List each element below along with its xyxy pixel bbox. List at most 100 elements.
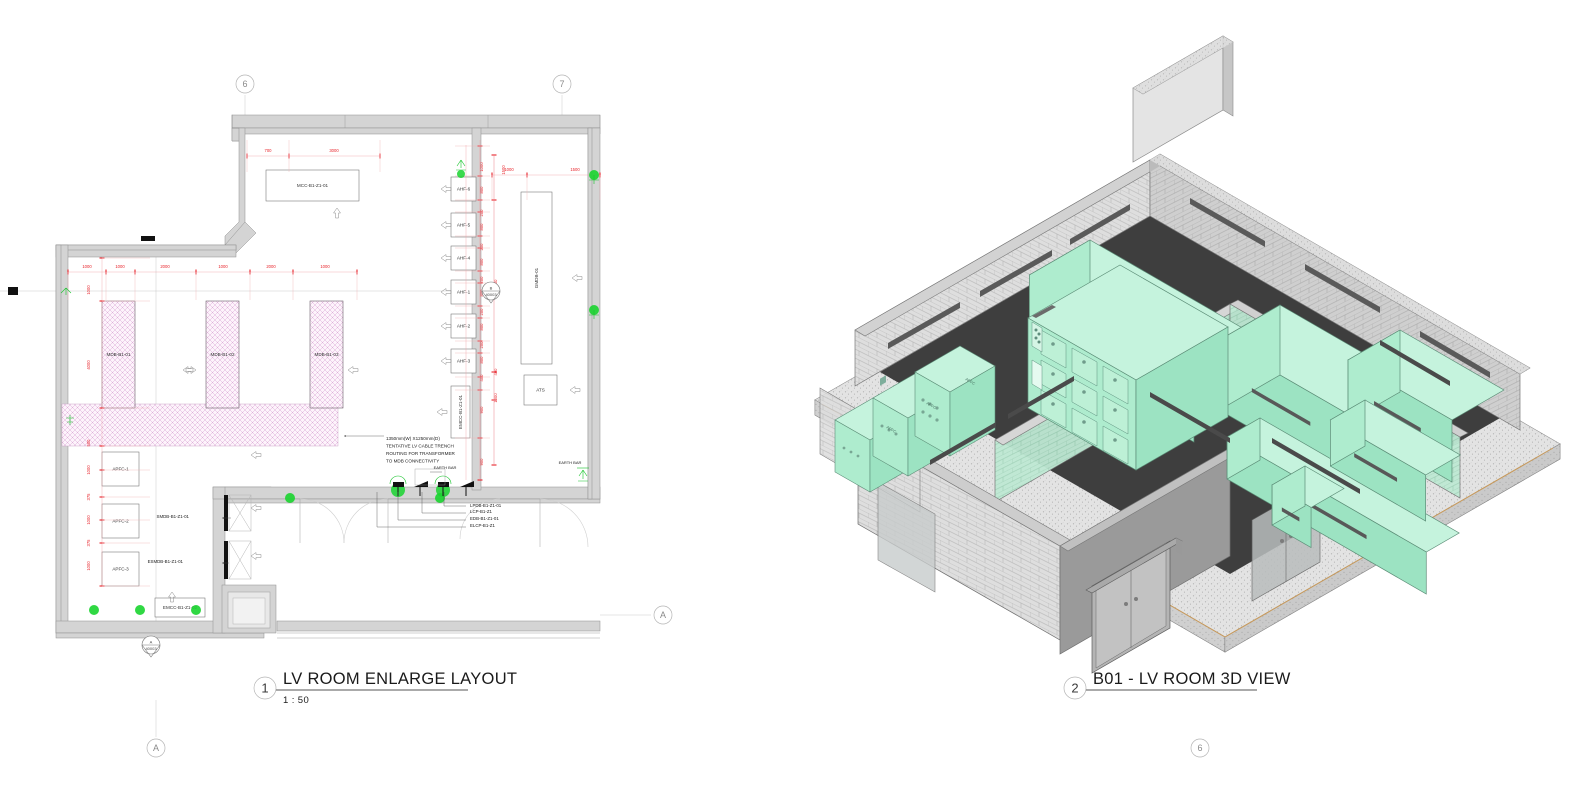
svg-text:APFC: APFC (886, 425, 898, 435)
equipment-tag: APFC-3 (112, 567, 129, 572)
dimension-text: 2000 (266, 264, 276, 269)
cable-trench-note: 1350mm(W) X1250mm(D)TENTATIVE LV CABLE T… (386, 436, 456, 464)
view2-title-block[interactable]: 2 B01 - LV ROOM 3D VIEW (1063, 670, 1291, 700)
plan-leader-labels: SMDB-B1-Z1-01ESMDB-B1-Z1-01LPDB-B1-Z1-01… (148, 460, 582, 564)
dimension-text: 1000 (86, 561, 91, 571)
dim-chain-vertical (465, 140, 495, 480)
leader-label: EDB-B1-Z1-01 (470, 516, 499, 521)
plan-equipment[interactable]: AHF-5 (450, 212, 477, 238)
dimension-text: 375 (86, 539, 91, 547)
plan-equipment[interactable]: ATS (523, 374, 558, 406)
plan-equipment[interactable]: APFC-2 (101, 503, 140, 539)
grid-bubble-6-bottom[interactable]: 6 (1190, 738, 1210, 758)
cable-trench (61, 300, 344, 447)
view2-title: B01 - LV ROOM 3D VIEW (1093, 670, 1291, 688)
dimension-text: 1000 (86, 285, 91, 295)
switchboard-panel-array[interactable] (1027, 264, 1229, 471)
dimension-text: 200 (479, 243, 484, 251)
plan-equipment[interactable]: APFC-3 (101, 551, 140, 587)
plan-equipment[interactable]: AHF-6 (450, 176, 477, 202)
dimension-text: 1000 (86, 465, 91, 475)
access-direction-arrow (185, 366, 197, 374)
access-direction-arrow (347, 366, 359, 374)
equipment-tag: APFC-2 (112, 519, 129, 524)
plan-equipment[interactable]: APFC-1 (101, 451, 140, 487)
apfc-cabinet-group[interactable]: APFC APFC APFC (834, 345, 996, 493)
equipment-tag: AHF-4 (457, 256, 471, 261)
leader-lines (222, 435, 466, 564)
plan-equipment[interactable]: AHF-1 (450, 279, 477, 305)
dimension-text: 1000 (115, 264, 125, 269)
door-assemblies[interactable] (877, 480, 1321, 674)
leader-label: LPDB-B1-Z1-01 (470, 503, 502, 508)
equipment-tag: AHF-1 (457, 290, 471, 295)
grid-bubble[interactable]: 7 (552, 74, 572, 94)
plan-equipment[interactable]: EMCC-B1-Z1-01 (450, 385, 471, 439)
plan-equipment[interactable]: MDB-B1-02 (205, 300, 240, 409)
earth-bar-label: EARTH BAR (559, 460, 582, 465)
view1-scale: 1 : 50 (283, 695, 309, 706)
view1-title: LV ROOM ENLARGE LAYOUT (283, 670, 517, 688)
equipment-3d-box[interactable] (1271, 465, 1345, 549)
equipment-tag: AHF-3 (457, 359, 471, 364)
equipment-3d-box[interactable] (1218, 304, 1411, 486)
lv-room-3d-view[interactable]: APFC APFC APFC 2 B01 - LV ROOM 3D VIEW 6 (760, 0, 1580, 780)
cable-tray-strips (930, 340, 1450, 494)
dimension-text: 900 (479, 406, 484, 414)
access-direction-arrow (333, 207, 341, 219)
dimension-text: 800 (479, 223, 484, 231)
grid-bubble[interactable]: A (146, 738, 166, 758)
view1-title-block[interactable]: 1 LV ROOM ENLARGE LAYOUT 1 : 50 (253, 670, 517, 706)
dimension-text: 3000 (329, 148, 339, 153)
equipment-tag: MDB-B1-02 (211, 352, 235, 357)
equipment-tag: APFC-1 (112, 467, 129, 472)
grid-bubble[interactable]: A (653, 605, 673, 625)
equipment-tag: MCC-B1-Z1-01 (297, 183, 329, 188)
plan-equipment[interactable]: AHF-4 (450, 245, 477, 271)
dimension-text: 800 (479, 258, 484, 266)
access-direction-arrow (250, 552, 262, 560)
view2-number: 2 (1071, 681, 1078, 696)
trench-note-line: 1350mm(W) X1250mm(D) (386, 436, 440, 441)
wall-tick (8, 287, 18, 295)
plan-equipment[interactable]: MCC-B1-Z1-01 (265, 169, 360, 202)
dimension-text: 1000 (504, 167, 514, 172)
view1-number: 1 (261, 681, 268, 696)
section-letter: A (150, 640, 153, 645)
plan-equipment[interactable]: MDB-B1-03 (309, 300, 344, 409)
plan-equipment[interactable]: GMDB-01 (520, 191, 553, 365)
dimension-text: 1000 (86, 515, 91, 525)
trench-note-line: TO MDB CONNECTIVITY (386, 459, 439, 464)
dimension-text: 500 (86, 439, 91, 447)
equipment-tag: EMCC-B1-Z1-01 (458, 394, 463, 429)
dimension-text: 1500 (501, 165, 506, 175)
dimension-text: 2000 (160, 264, 170, 269)
dimension-text: 700 (265, 148, 273, 153)
plan-equipment[interactable]: AHF-3 (450, 348, 477, 374)
equipment-tag: ATS (536, 388, 545, 393)
equipment-3d-box[interactable] (1329, 399, 1461, 522)
access-direction-arrow (571, 274, 583, 282)
equipment-access-arrows (168, 185, 583, 603)
grid-bubble[interactable]: 6 (235, 74, 255, 94)
plan-grid-bubbles[interactable]: 6 7A A (146, 74, 673, 758)
equipment-tag: AHF-5 (457, 223, 471, 228)
access-direction-arrow (168, 591, 176, 603)
equipment-3d-box[interactable] (1226, 417, 1460, 595)
equipment-tag: EMCC-B1-Z1-02 (163, 605, 198, 610)
leader-label: ESMDB-B1-Z1-01 (148, 559, 184, 564)
plan-equipment[interactable]: AHF-2 (450, 313, 477, 339)
upper-wall-fin (1132, 35, 1234, 163)
dimension-text: 200 (479, 209, 484, 217)
equipment-tag: MDB-B1-03 (315, 352, 339, 357)
earth-bar-symbols (60, 159, 599, 615)
access-direction-arrow (440, 254, 452, 262)
equipment-tag: AHF-6 (457, 187, 471, 192)
access-direction-arrow (440, 221, 452, 229)
